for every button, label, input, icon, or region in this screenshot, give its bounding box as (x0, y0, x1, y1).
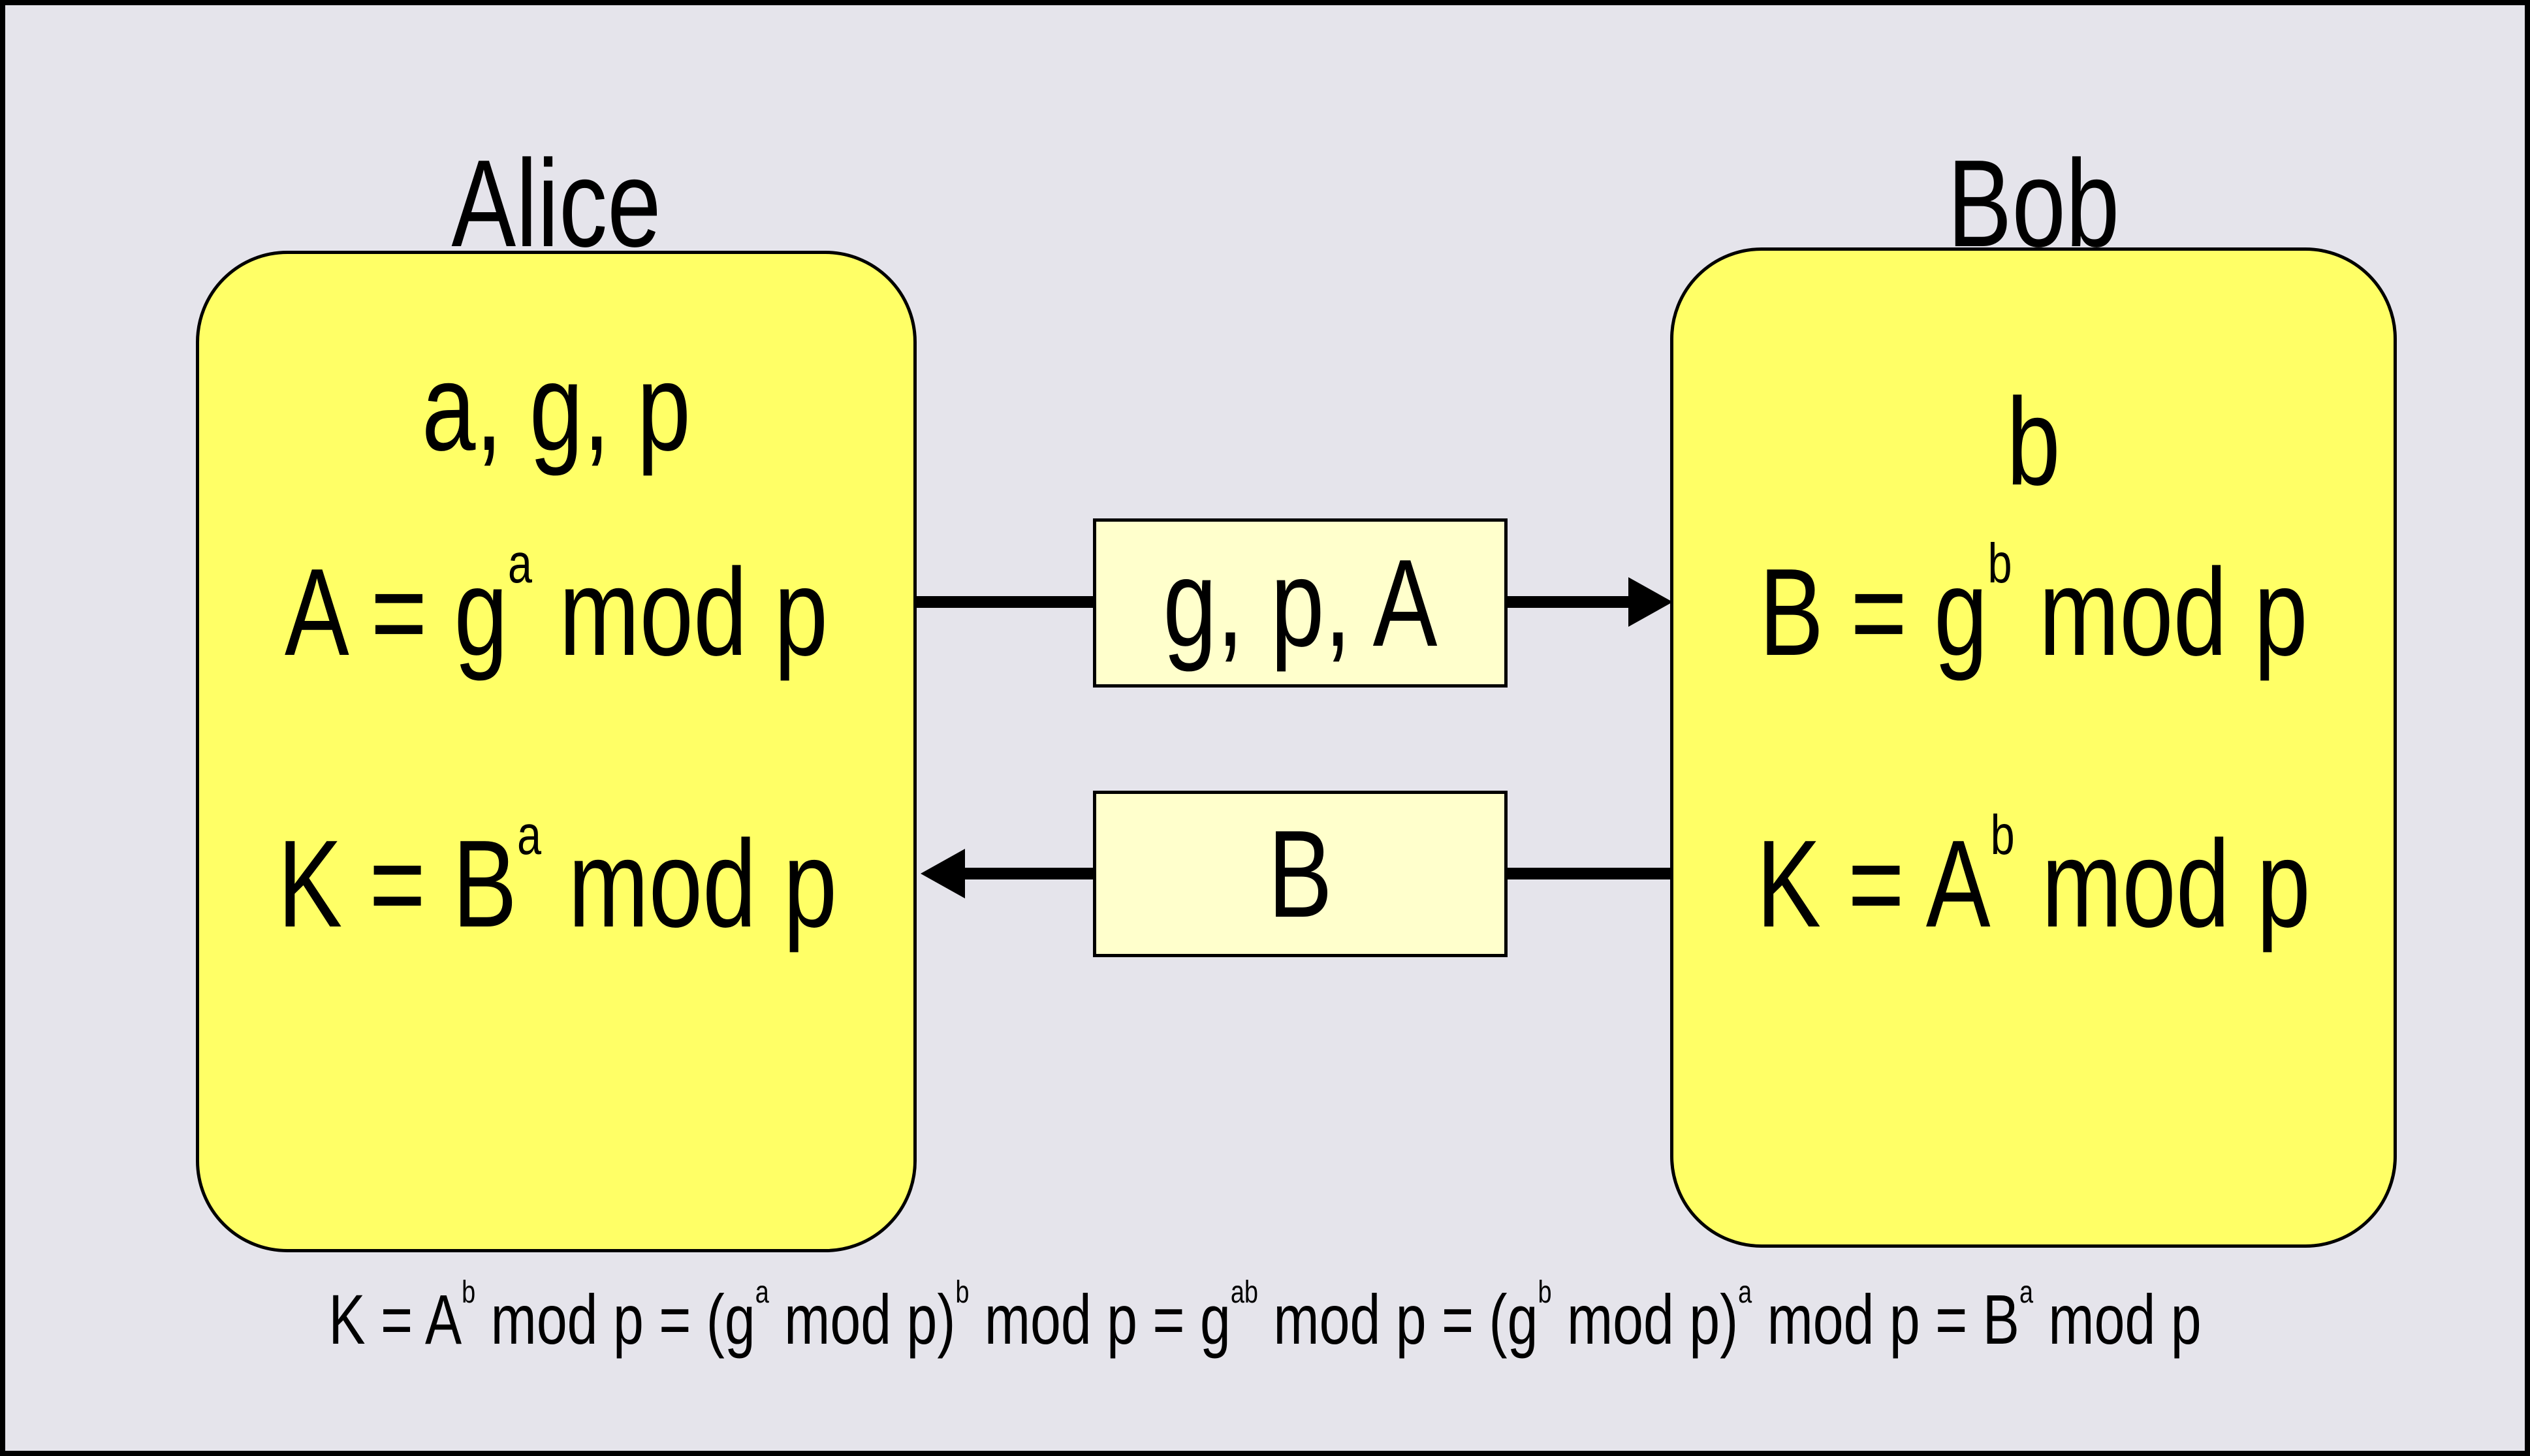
alice-shared-key-formula: K = Ba mod p (277, 804, 838, 953)
bob-shared-key-formula: K = Ab mod p (1756, 804, 2311, 953)
bob-title: Bob (1947, 135, 2120, 273)
bob-box: b B = gb mod p K = Ab mod p (1670, 247, 2397, 1248)
alice-box: a, g, p A = ga mod p K = Ba mod p (196, 251, 917, 1252)
key-equality-formula: K = Ab mod p = (ga mod p)b mod p = gab m… (328, 1274, 2202, 1359)
alice-known-values: a, g, p (422, 338, 691, 477)
bob-public-key-formula: B = gb mod p (1759, 532, 2308, 682)
bob-known-values: b (2006, 373, 2061, 511)
message-box-B: B (1093, 791, 1508, 957)
arrowhead-right-icon (1628, 577, 1673, 627)
message-B-label: B (1268, 804, 1333, 943)
alice-public-key-formula: A = ga mod p (284, 532, 829, 682)
message-box-g-p-A: g, p, A (1093, 518, 1508, 688)
message-g-p-A-label: g, p, A (1163, 533, 1438, 673)
alice-title: Alice (451, 135, 661, 273)
arrowhead-left-icon (921, 849, 965, 898)
